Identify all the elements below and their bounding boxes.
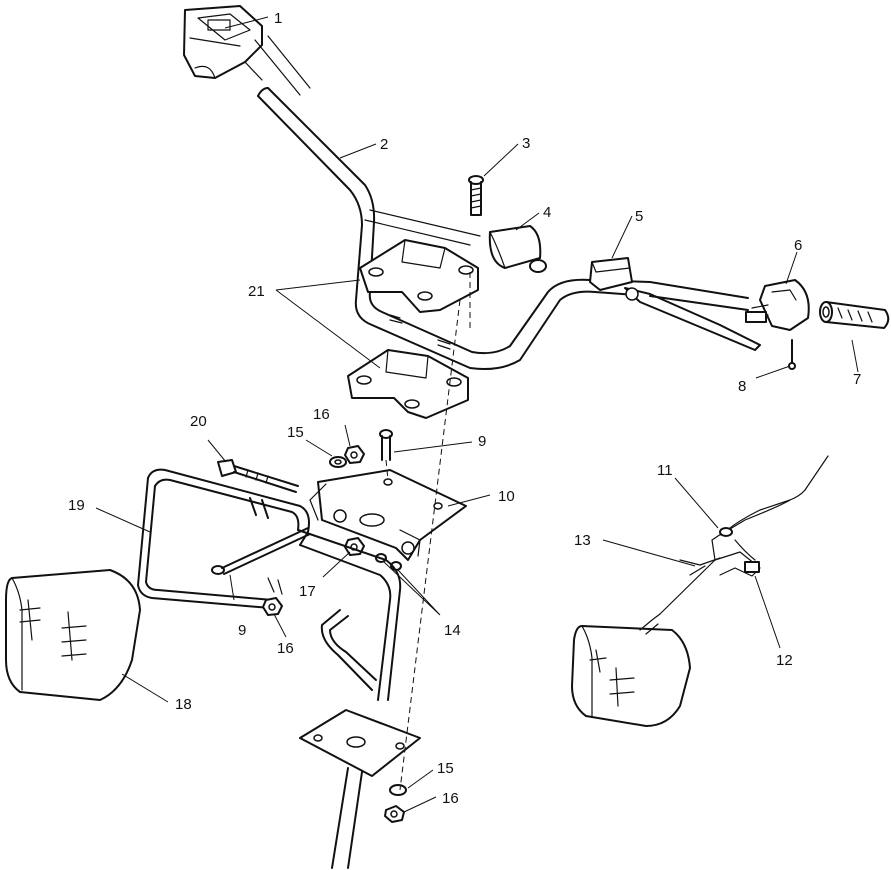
callout-3: 3	[522, 135, 530, 152]
callout-5: 5	[635, 208, 643, 225]
headlight-right-assembly	[571, 455, 829, 727]
callout-15-lower: 15	[437, 760, 454, 777]
callout-17: 17	[299, 583, 316, 600]
callout-16-bottom: 16	[442, 790, 459, 807]
washer-15-upper	[329, 456, 347, 468]
callout-10: 10	[498, 488, 515, 505]
callout-21: 21	[248, 283, 265, 300]
bolt-9-lower	[211, 527, 311, 575]
callout-13: 13	[574, 532, 591, 549]
callout-7: 7	[853, 371, 861, 388]
headlight-left	[5, 569, 141, 701]
left-switch-housing	[183, 5, 311, 96]
callout-8: 8	[738, 378, 746, 395]
handlebar	[257, 87, 651, 370]
light-guard	[137, 468, 402, 701]
callout-16-lower: 16	[277, 640, 294, 657]
hand-grip	[819, 301, 890, 329]
throttle-housing	[649, 279, 810, 331]
headlight-bracket	[309, 469, 467, 561]
callout-16-upper: 16	[313, 406, 330, 423]
bolt-20	[217, 459, 299, 493]
callout-20: 20	[190, 413, 207, 430]
callout-4: 4	[543, 204, 551, 221]
callout-1: 1	[274, 10, 282, 27]
callout-18: 18	[175, 696, 192, 713]
nut-16-upper	[344, 445, 365, 464]
bolt-3	[468, 175, 484, 216]
handlebar-clamp	[347, 239, 479, 419]
nut-16-bottom	[384, 805, 405, 823]
bolt-9-upper	[379, 429, 393, 461]
screw-8	[788, 339, 796, 370]
callout-2: 2	[380, 136, 388, 153]
bar-weight	[488, 225, 547, 273]
nut-16-lower	[262, 597, 283, 616]
callout-12: 12	[776, 652, 793, 669]
callout-19: 19	[68, 497, 85, 514]
callout-9-upper: 9	[478, 433, 486, 450]
callout-15-upper: 15	[287, 424, 304, 441]
callout-9-lower: 9	[238, 622, 246, 639]
callout-11: 11	[657, 462, 673, 479]
callout-6: 6	[794, 237, 802, 254]
callout-14: 14	[444, 622, 461, 639]
washer-15-lower	[389, 784, 407, 796]
brake-master-cylinder	[589, 257, 761, 351]
callout-labels: 1 2 3 4 5 6 7 8 21 20 16 15 9 10 19 17 9…	[68, 10, 861, 807]
leader-lines	[95, 16, 859, 813]
alignment-lines	[385, 272, 471, 791]
steering-post	[299, 709, 421, 869]
